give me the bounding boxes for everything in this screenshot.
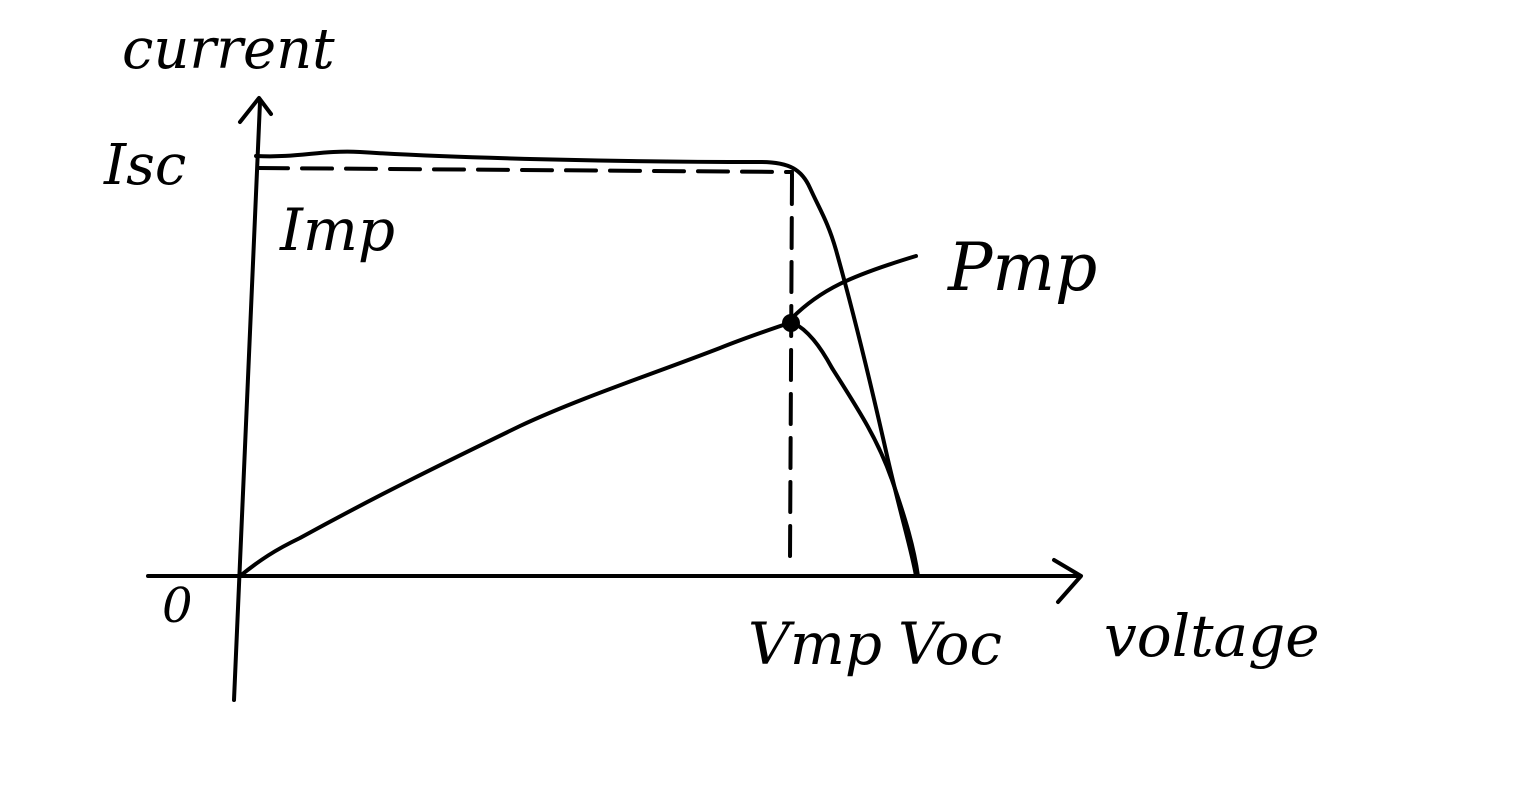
isc-label: Isc — [103, 133, 186, 198]
isc-dashed-line — [256, 166, 794, 174]
pmp-pointer-line — [790, 254, 918, 320]
x-axis-label: voltage — [1104, 602, 1320, 670]
vmp-label: Vmp — [748, 610, 882, 678]
axes — [146, 96, 1083, 702]
x-axis-arrowhead — [1052, 558, 1083, 604]
iv-curve — [254, 149, 918, 578]
voc-label: Voc — [898, 610, 1002, 678]
pmp-label: Pmp — [947, 229, 1097, 306]
imp-label: Imp — [279, 196, 395, 264]
power-curve — [238, 320, 920, 578]
y-axis — [232, 100, 262, 702]
vmp-dashed-line — [788, 172, 794, 562]
max-power-point — [782, 314, 800, 332]
y-axis-label: current — [122, 17, 335, 82]
origin-label: 0 — [162, 578, 193, 634]
y-axis-arrowhead — [238, 96, 273, 124]
